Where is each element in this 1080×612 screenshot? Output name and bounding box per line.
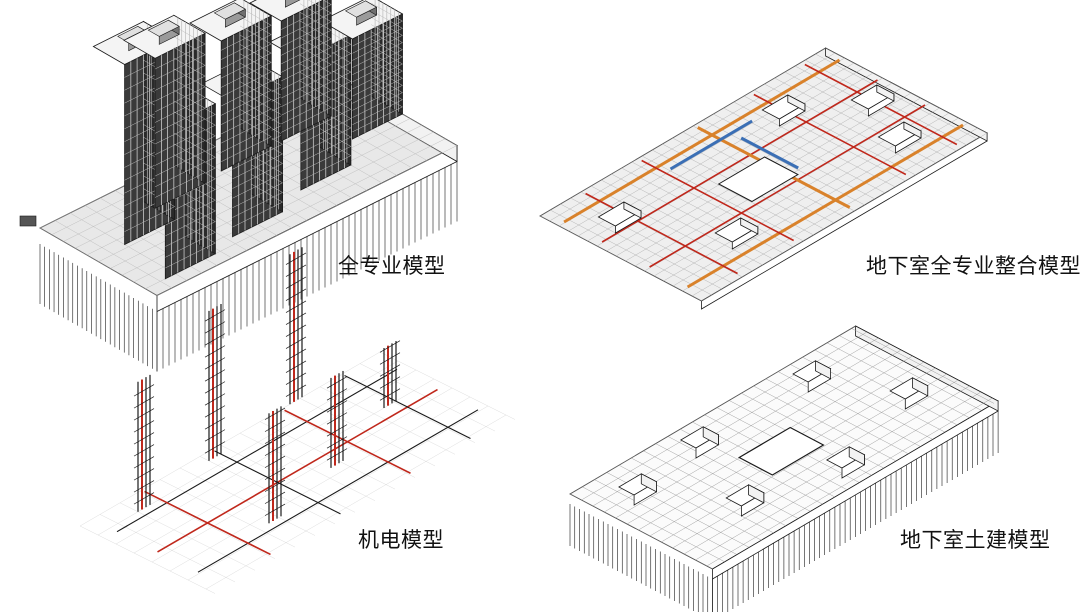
riser-shaft-2 bbox=[204, 303, 226, 461]
core-block-5 bbox=[825, 446, 866, 479]
equipment-room-2 bbox=[714, 217, 759, 250]
equipment-room-4 bbox=[597, 201, 642, 234]
central-void bbox=[717, 156, 799, 203]
truck-icon bbox=[19, 215, 37, 227]
riser-shaft-1 bbox=[133, 374, 155, 512]
mep-model-caption: 机电模型 bbox=[358, 528, 444, 552]
mep-pipes bbox=[116, 368, 479, 573]
basement-civil-model-caption: 地下室土建模型 bbox=[900, 528, 1051, 552]
core-block-2 bbox=[725, 484, 765, 517]
pipe-network bbox=[563, 58, 964, 289]
tower-4 bbox=[123, 14, 206, 209]
basement-integrated-model-panel: 地下室全专业整合模型 bbox=[539, 0, 1080, 310]
equipment-room-3 bbox=[877, 121, 922, 154]
equipment-room-1 bbox=[761, 94, 806, 127]
basement-piles bbox=[569, 411, 999, 612]
core-block-3 bbox=[792, 360, 832, 393]
tower-6 bbox=[189, 0, 273, 172]
mep-model-panel: 机电模型 bbox=[0, 247, 540, 612]
riser-shaft-4 bbox=[264, 406, 286, 524]
equipment-room-5 bbox=[850, 84, 895, 117]
podium-piles bbox=[39, 161, 458, 372]
all-disciplines-model-drawing bbox=[19, 0, 458, 372]
core-block-4 bbox=[889, 377, 929, 410]
riser-shaft-6 bbox=[379, 340, 401, 408]
all-disciplines-model-panel: 全专业模型 bbox=[0, 0, 540, 372]
atrium-opening bbox=[737, 426, 825, 476]
all-disciplines-model-caption: 全专业模型 bbox=[338, 254, 446, 278]
tower-8 bbox=[249, 0, 332, 142]
mep-model-drawing bbox=[79, 247, 516, 594]
riser-shaft-5 bbox=[326, 370, 348, 468]
basement-integrated-model-caption: 地下室全专业整合模型 bbox=[866, 254, 1080, 278]
basement-integrated-model-drawing bbox=[539, 47, 988, 310]
basement-civil-model-panel: 地下室土建模型 bbox=[540, 306, 1080, 612]
core-block-6 bbox=[679, 426, 720, 459]
core-block-1 bbox=[618, 473, 658, 506]
riser-shaft-3 bbox=[285, 247, 307, 405]
tower-7 bbox=[320, 0, 404, 140]
basement-civil-model-drawing bbox=[569, 325, 999, 612]
